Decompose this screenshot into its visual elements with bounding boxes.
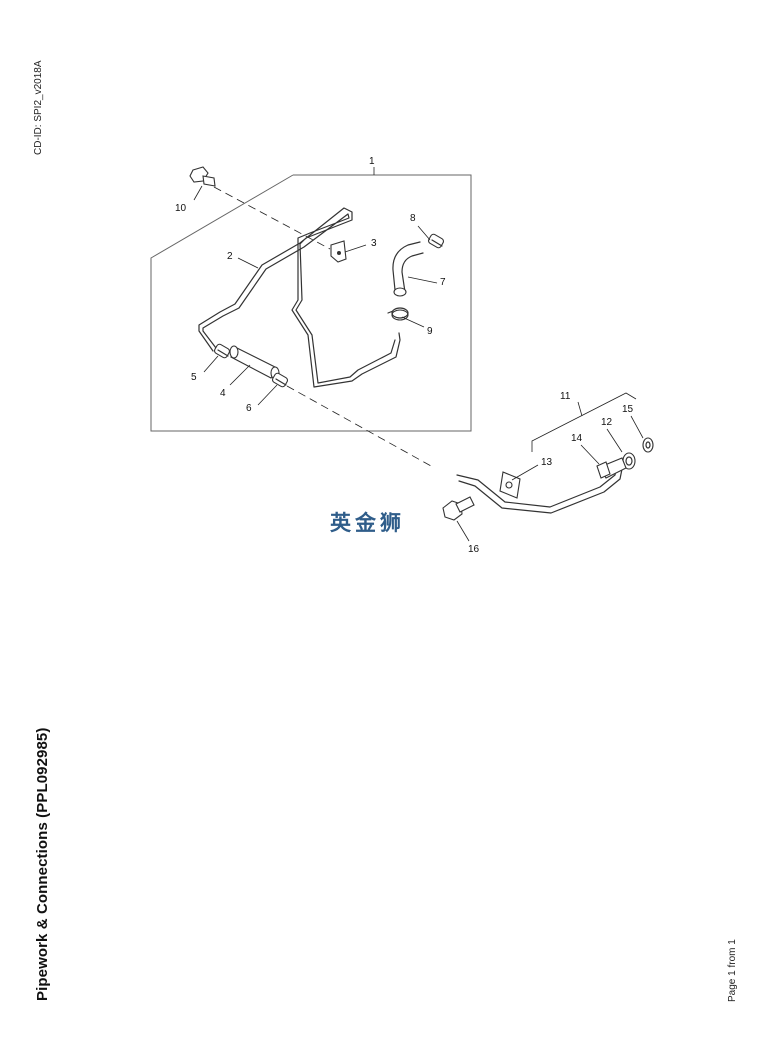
callout-5: 5 [191, 372, 197, 383]
callout-12: 12 [601, 417, 613, 428]
bracket-13 [499, 471, 521, 499]
bolt-10 [189, 166, 216, 187]
callout-3: 3 [371, 238, 377, 249]
callout-16: 16 [468, 544, 480, 555]
banjo-bolt-14 [596, 457, 627, 479]
callout-7: 7 [440, 277, 446, 288]
bracket-3 [330, 240, 347, 263]
clip-8 [427, 233, 445, 249]
callout-2: 2 [227, 251, 233, 262]
leader-lines [193, 185, 644, 542]
callout-13: 13 [541, 457, 553, 468]
callout-9: 9 [427, 326, 433, 337]
hose-7 [392, 241, 424, 297]
alignment-line [213, 186, 331, 250]
watermark: 英金狮 [330, 511, 405, 535]
sealing-washer-15 [642, 437, 654, 453]
kit-11-bracket [531, 392, 637, 452]
callout-10: 10 [175, 203, 187, 214]
alignment-line [286, 385, 432, 467]
kit-11-leader [577, 401, 583, 417]
pipe-2 [198, 207, 401, 388]
bolt-16 [442, 496, 475, 521]
callout-8: 8 [410, 213, 416, 224]
callout-11: 11 [560, 391, 571, 402]
callout-14: 14 [571, 433, 583, 444]
hose-4 [229, 345, 280, 380]
clip-6 [271, 372, 289, 388]
callout-15: 15 [622, 404, 634, 415]
clip-5 [213, 343, 231, 359]
kit-1-frame [150, 174, 472, 432]
callout-1: 1 [369, 156, 375, 167]
callout-4: 4 [220, 388, 226, 399]
callout-6: 6 [246, 403, 252, 414]
